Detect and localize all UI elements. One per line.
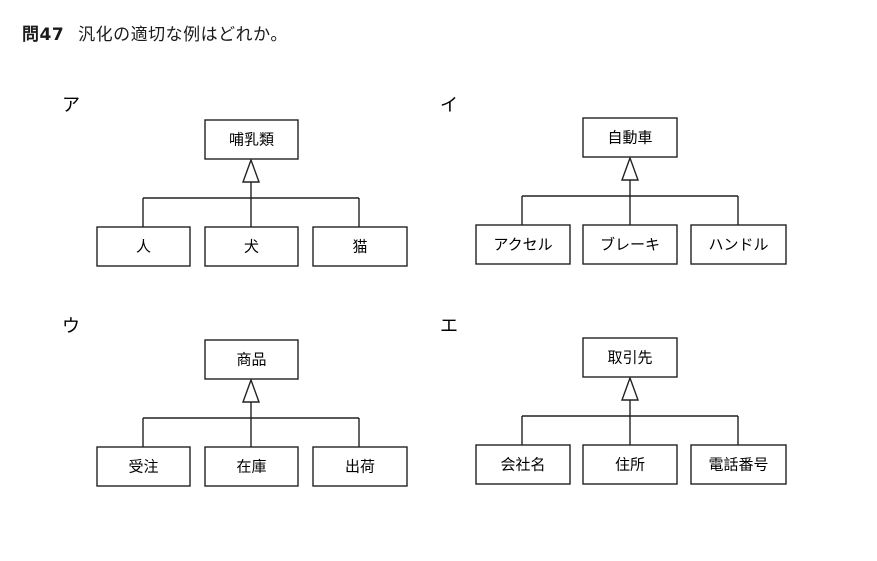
- option-e-child-box-2: 住所: [582, 444, 678, 485]
- option-i-child-box-1: アクセル: [475, 224, 571, 265]
- option-a-child-label-3: 猫: [352, 238, 367, 256]
- option-e-child-label-3: 電話番号: [708, 456, 768, 474]
- option-e-child-box-1: 会社名: [475, 444, 571, 485]
- option-u-parent-box: 商品: [204, 339, 299, 380]
- option-u-child-box-2: 在庫: [204, 446, 299, 487]
- option-a-generalization-arrowhead: [242, 157, 260, 183]
- option-a-child-label-2: 犬: [244, 238, 259, 256]
- question-text: 汎化の適切な例はどれか。: [78, 25, 288, 45]
- option-i-child-box-2: ブレーキ: [582, 224, 678, 265]
- option-i-child-label-1: アクセル: [493, 236, 552, 254]
- question-header: 問47 汎化の適切な例はどれか。: [22, 20, 288, 45]
- option-i: イ 自動車 アクセル ブレーキ ハンドル: [440, 95, 787, 265]
- option-i-child-label-3: ハンドル: [708, 236, 768, 254]
- option-a-child-box-2: 犬: [204, 226, 299, 267]
- option-a-parent-box: 哺乳類: [204, 119, 299, 160]
- option-i-child-label-2: ブレーキ: [600, 236, 660, 254]
- option-i-generalization-arrowhead: [621, 155, 639, 181]
- option-e-parent-label: 取引先: [607, 349, 652, 367]
- option-u-child-box-1: 受注: [96, 446, 191, 487]
- option-e: エ 取引先 会社名 住所 電話番号: [440, 316, 787, 485]
- option-u-child-label-2: 在庫: [236, 458, 266, 476]
- option-e-parent-box: 取引先: [582, 337, 678, 378]
- option-u-child-label-1: 受注: [128, 458, 158, 476]
- option-u-label: ウ: [62, 316, 80, 337]
- option-a-child-label-1: 人: [136, 238, 151, 256]
- option-a-parent-label: 哺乳類: [229, 131, 274, 149]
- option-e-child-label-1: 会社名: [500, 456, 545, 474]
- option-e-label: エ: [440, 316, 458, 337]
- option-a-tree: [142, 157, 360, 227]
- option-u-child-label-3: 出荷: [345, 458, 375, 476]
- option-a-child-box-1: 人: [96, 226, 191, 267]
- option-u-tree: [142, 377, 360, 447]
- option-u-generalization-arrowhead: [242, 377, 260, 403]
- option-e-child-label-2: 住所: [615, 456, 645, 474]
- option-a-label: ア: [62, 95, 80, 116]
- question-number: 問47: [22, 25, 65, 45]
- option-i-tree: [521, 155, 739, 225]
- option-u-parent-label: 商品: [236, 351, 266, 369]
- option-a: ア 哺乳類 人 犬 猫: [62, 95, 408, 267]
- option-i-label: イ: [440, 95, 458, 116]
- option-i-child-box-3: ハンドル: [690, 224, 787, 265]
- option-u: ウ 商品 受注 在庫 出荷: [62, 316, 408, 487]
- option-e-child-box-3: 電話番号: [690, 444, 787, 485]
- option-u-child-box-3: 出荷: [312, 446, 408, 487]
- option-i-parent-label: 自動車: [607, 129, 652, 147]
- option-i-parent-box: 自動車: [582, 117, 678, 158]
- option-e-generalization-arrowhead: [621, 375, 639, 401]
- option-e-tree: [521, 375, 739, 445]
- option-a-child-box-3: 猫: [312, 226, 408, 267]
